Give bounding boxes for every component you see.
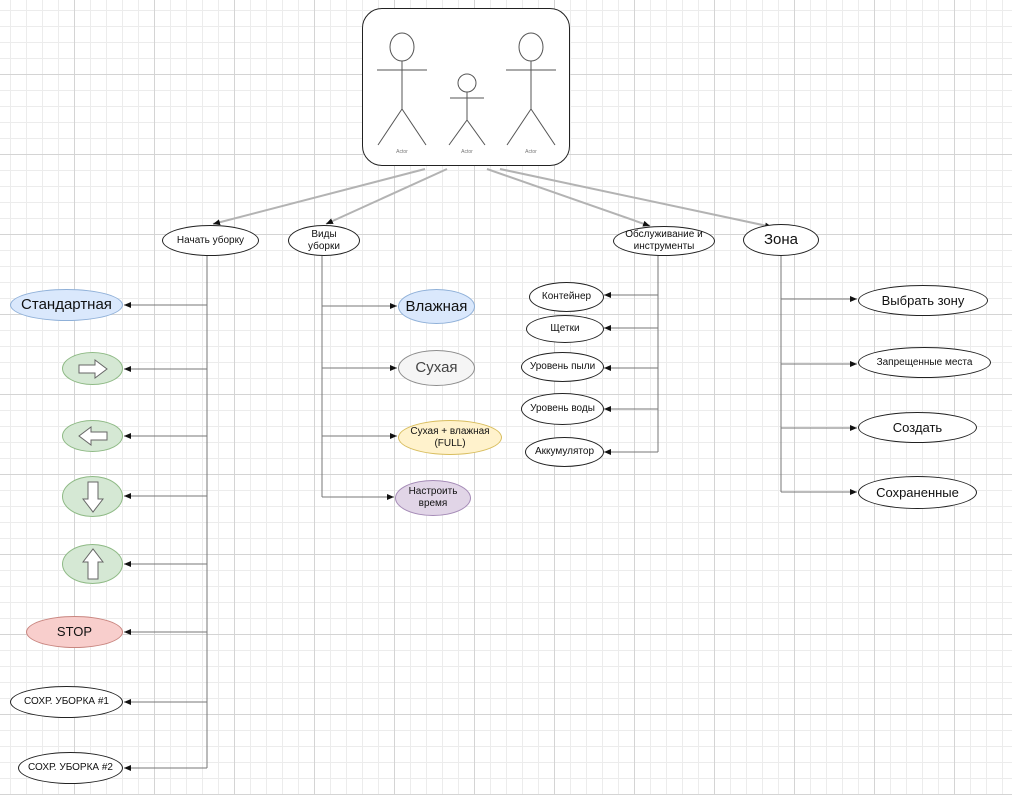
arrow-right-icon: [78, 358, 108, 379]
saved-cleaning-2[interactable]: СОХР. УБОРКА #2: [18, 752, 123, 784]
zone-forbidden-areas[interactable]: Запрещенные места: [858, 347, 991, 378]
arrow-up-icon: [81, 548, 104, 580]
saved-cleaning-1[interactable]: СОХР. УБОРКА #1: [10, 686, 123, 718]
actor-caption-2: Actor: [461, 149, 473, 155]
service-container[interactable]: Контейнер: [529, 282, 604, 312]
mode-standard[interactable]: Стандартная: [10, 289, 123, 321]
actor-figure-3: [506, 32, 556, 146]
actors-frame[interactable]: Actor Actor Actor: [362, 8, 570, 166]
service-water-level[interactable]: Уровень воды: [521, 393, 604, 425]
category-service-tools[interactable]: Обслуживание и инструменты: [613, 226, 715, 256]
service-battery[interactable]: Аккумулятор: [525, 437, 604, 467]
service-dust-level[interactable]: Уровень пыли: [521, 352, 604, 382]
move-left-button[interactable]: [62, 420, 123, 452]
link-actors-start: [212, 168, 426, 226]
zone-choose[interactable]: Выбрать зону: [858, 285, 988, 316]
arrow-down-icon: [81, 481, 104, 513]
actor-figure-1: [377, 32, 427, 146]
type-schedule[interactable]: Настроить время: [395, 480, 471, 516]
actor-caption-1: Actor: [396, 149, 408, 155]
link-actors-types: [325, 168, 448, 225]
type-dry-wet-full[interactable]: Сухая + влажная (FULL): [398, 420, 502, 455]
actor-caption-3: Actor: [525, 149, 537, 155]
zone-create[interactable]: Создать: [858, 412, 977, 443]
move-right-button[interactable]: [62, 352, 123, 385]
arrow-left-icon: [77, 426, 107, 446]
category-zone[interactable]: Зона: [743, 224, 819, 256]
stop-button[interactable]: STOP: [26, 616, 123, 648]
link-actors-zone: [499, 168, 773, 229]
actor-figure-2: [448, 73, 486, 146]
service-brushes[interactable]: Щетки: [526, 315, 604, 343]
type-dry[interactable]: Сухая: [398, 350, 475, 386]
actors-figures: Actor Actor Actor: [377, 32, 556, 155]
category-start-cleaning[interactable]: Начать уборку: [162, 225, 259, 256]
category-cleaning-types[interactable]: Виды уборки: [288, 225, 360, 256]
zone-saved[interactable]: Сохраненные: [858, 476, 977, 509]
link-actors-service: [486, 168, 651, 227]
move-down-button[interactable]: [62, 476, 123, 517]
type-wet[interactable]: Влажная: [398, 289, 475, 324]
move-up-button[interactable]: [62, 544, 123, 584]
